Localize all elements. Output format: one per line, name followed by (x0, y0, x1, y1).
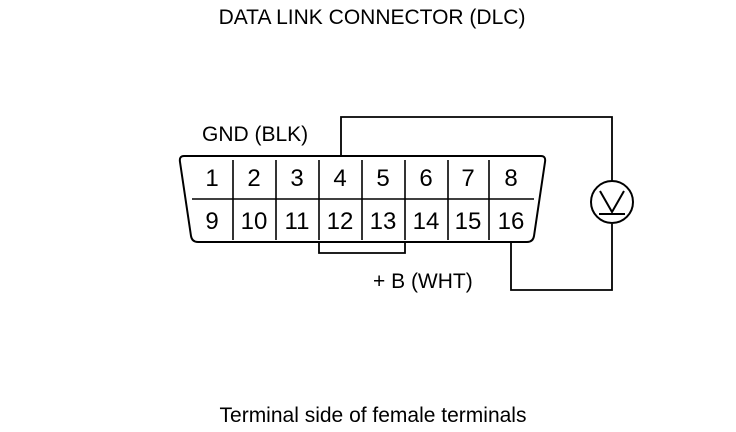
pin-13: 13 (370, 208, 397, 235)
connector-outline (178, 155, 547, 243)
connector-key-tab (318, 242, 406, 254)
pin-9: 9 (205, 208, 218, 235)
gnd-wire (340, 116, 613, 181)
pin-5: 5 (376, 165, 389, 192)
pin-6: 6 (419, 165, 432, 192)
bplus-wire (510, 224, 613, 291)
pin-2: 2 (247, 165, 260, 192)
pin-14: 14 (413, 208, 440, 235)
bplus-label: + B (WHT) (373, 270, 473, 293)
pins-bottom-row: 9 10 11 12 13 14 15 16 (205, 208, 524, 235)
pin-7: 7 (461, 165, 474, 192)
pin-11: 11 (285, 208, 310, 235)
pin-3: 3 (290, 165, 303, 192)
gnd-label: GND (BLK) (202, 123, 309, 146)
diagram-caption: Terminal side of female terminals (219, 404, 527, 427)
pin-1: 1 (205, 165, 218, 192)
voltmeter-icon (590, 180, 634, 224)
pin-15: 15 (455, 208, 482, 235)
pin-16: 16 (498, 208, 525, 235)
diagram-title: DATA LINK CONNECTOR (DLC) (218, 6, 526, 29)
pins-top-row: 1 2 3 4 5 6 7 8 (205, 165, 517, 192)
pin-4: 4 (333, 165, 346, 192)
pin-10: 10 (241, 208, 268, 235)
pin-12: 12 (327, 208, 354, 235)
pin-grid (192, 160, 534, 240)
pin-8: 8 (504, 165, 517, 192)
